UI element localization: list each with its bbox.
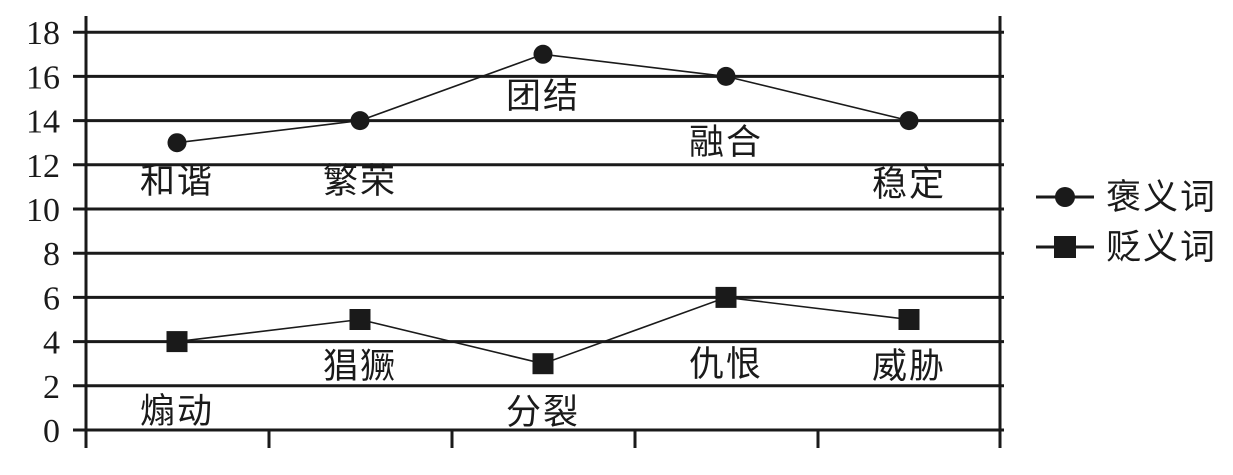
data-point-label: 猖獗 — [323, 347, 397, 386]
data-point-circle — [533, 44, 553, 64]
y-axis-tick-label: 10 — [26, 192, 60, 229]
y-axis-tick-label: 0 — [43, 413, 60, 450]
data-point-label: 分裂 — [506, 393, 580, 432]
y-axis-tick-label: 12 — [26, 148, 60, 185]
legend-label: 贬义词 — [1106, 228, 1217, 267]
y-axis-tick-label: 2 — [43, 369, 60, 406]
y-axis-tick-label: 4 — [43, 325, 60, 362]
legend-label: 褒义词 — [1106, 178, 1217, 217]
legend-circle-icon — [1055, 187, 1075, 207]
data-point-circle — [350, 111, 370, 131]
data-point-square — [715, 286, 737, 308]
data-point-square — [898, 309, 920, 330]
data-point-circle — [899, 111, 919, 131]
data-point-label: 稳定 — [872, 165, 946, 204]
y-axis-tick-label: 18 — [26, 15, 60, 52]
data-point-label: 和谐 — [140, 162, 214, 201]
y-axis-tick-label: 14 — [26, 104, 60, 141]
y-axis-tick-label: 8 — [43, 236, 60, 273]
data-point-label: 仇恨 — [689, 345, 763, 384]
data-point-label: 融合 — [689, 123, 763, 162]
data-point-square — [532, 353, 554, 375]
data-point-circle — [716, 66, 736, 86]
y-axis-tick-label: 16 — [26, 59, 60, 96]
data-point-circle — [167, 133, 187, 153]
data-point-label: 煽动 — [140, 392, 214, 431]
data-point-label: 繁荣 — [323, 162, 397, 201]
legend-square-icon — [1054, 236, 1076, 258]
data-point-square — [166, 331, 188, 353]
data-point-label: 威胁 — [872, 347, 946, 386]
data-point-square — [349, 309, 371, 330]
y-axis-tick-label: 6 — [43, 280, 60, 317]
data-point-label: 团结 — [506, 77, 580, 116]
